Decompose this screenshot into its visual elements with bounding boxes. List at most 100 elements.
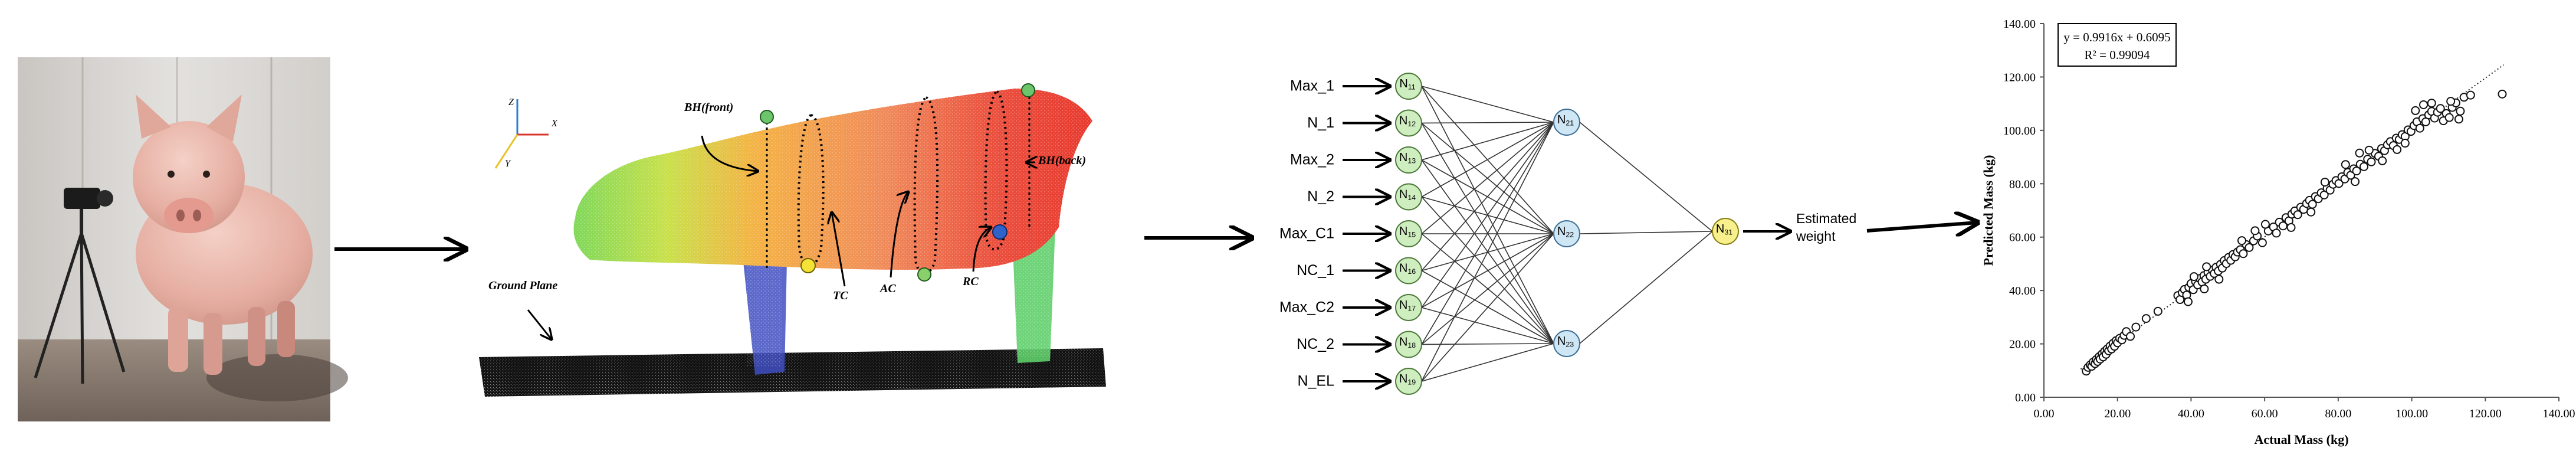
node-layer2-2 [1553,220,1580,247]
node-label-layer1-7: N17 [1399,299,1416,313]
data-point [2446,97,2456,106]
data-point [2250,226,2260,236]
node-layer1-8 [1395,331,1422,358]
tripod-camera [34,188,126,384]
label-ground-plane: Ground Plane [488,279,557,292]
x-axis-title: Actual Mass (kg) [2254,432,2348,447]
node-layer1-6 [1395,257,1422,285]
data-point [2367,157,2376,166]
x-tick-label: 60.00 [2252,407,2278,420]
input-label-7: Max_C2 [1279,299,1334,316]
x-tick-label: 80.00 [2325,407,2351,420]
edge-l1-7-l2-1 [1421,122,1554,308]
data-point [2257,238,2267,247]
data-point [2200,284,2209,293]
data-point [2183,297,2193,306]
neural-network: Max_1N_1Max_2N_2Max_C1NC_1Max_C2NC_2N_EL… [1279,73,1856,395]
input-label-5: Max_C1 [1279,225,1334,242]
axis-triad: Z X Y [494,97,558,169]
data-point [2239,249,2248,259]
data-point [2244,243,2254,252]
node-output [1712,218,1739,245]
edge-l1-4-l2-1 [1421,122,1554,198]
edge-l1-7-l2-3 [1421,307,1554,344]
input-label-2: N_1 [1307,115,1334,131]
equation-box [2057,23,2177,67]
node-label-output: N31 [1716,223,1732,237]
node-label-layer1-6: N16 [1399,262,1416,276]
r-squared-text: R² = 0.99094 [2085,48,2150,62]
data-point [2427,99,2436,108]
edge-l1-9-l2-2 [1421,233,1554,382]
node-layer1-5 [1395,220,1422,247]
edge-l1-5-l2-1 [1421,122,1554,234]
node-layer2-3 [1553,330,1580,357]
node-layer1-9 [1395,368,1422,395]
y-tick-label: 120.00 [2003,71,2036,84]
data-points [2082,89,2507,376]
edge-l1-9-l2-1 [1421,122,1554,382]
edge-l1-8-l2-3 [1421,343,1554,345]
data-point [2466,90,2475,100]
node-label-layer1-5: N15 [1399,225,1416,239]
data-point [2214,274,2224,284]
data-point [2141,314,2151,323]
data-point [2456,106,2465,116]
pig [133,94,313,375]
edge-l1-6-l2-1 [1421,122,1554,272]
input-label-1: Max_1 [1290,78,1334,94]
node-label-layer1-9: N19 [1399,372,1416,387]
y-tick-label: 140.00 [2003,18,2036,31]
network-connections [1421,86,1713,382]
input-label-8: NC_2 [1297,336,1334,352]
node-label-layer1-4: N14 [1399,188,1416,202]
edge-l2-3-out [1579,231,1713,344]
input-label-3: Max_2 [1290,152,1334,168]
node-layer1-4 [1395,183,1422,211]
y-tick-label: 80.00 [2009,178,2036,191]
data-point [2419,100,2429,109]
data-point [2415,123,2424,133]
label-rc: RC [962,275,979,288]
landmark-ac [917,267,931,282]
data-point [2411,106,2420,115]
data-point [2364,145,2374,155]
data-point [2355,148,2364,158]
data-point [2126,332,2135,341]
edge-l2-1-out [1579,122,1713,232]
edge-l1-8-l2-1 [1421,122,1554,345]
data-point [2237,236,2246,246]
node-layer1-1 [1395,73,1422,100]
y-tick-label: 0.00 [2015,391,2036,404]
pig-photo [18,57,348,421]
data-point [2131,322,2141,332]
data-point [2352,166,2361,176]
edge-l1-7-l2-2 [1421,233,1554,308]
x-tick-label: 40.00 [2178,407,2204,420]
y-tick-label: 60.00 [2009,231,2036,244]
axis-label-x: X [551,119,558,129]
data-point [2260,220,2270,229]
label-bh-back: BH(back) [1038,154,1086,167]
edge-l1-8-l2-2 [1421,233,1554,345]
x-tick-label: 140.00 [2543,407,2575,420]
label-bh-front: BH(front) [684,101,733,114]
output-label-line2: weight [1796,228,1836,244]
data-point [2498,89,2507,99]
landmark-tc [800,258,816,273]
x-tick-label: 20.00 [2104,407,2131,420]
data-point [2306,207,2316,217]
landmark-rc [992,224,1008,240]
data-point [2202,262,2211,272]
data-point [2153,306,2162,316]
data-point [2454,115,2463,124]
data-point [2278,221,2288,231]
x-tick-label: 0.00 [2034,407,2055,420]
node-label-layer1-1: N11 [1399,77,1415,91]
edge-l1-1-l2-1 [1421,86,1554,123]
node-label-layer1-3: N13 [1399,151,1416,165]
node-label-layer1-2: N12 [1399,115,1416,129]
node-label-layer2-2: N22 [1557,225,1574,239]
node-layer1-3 [1395,146,1422,174]
